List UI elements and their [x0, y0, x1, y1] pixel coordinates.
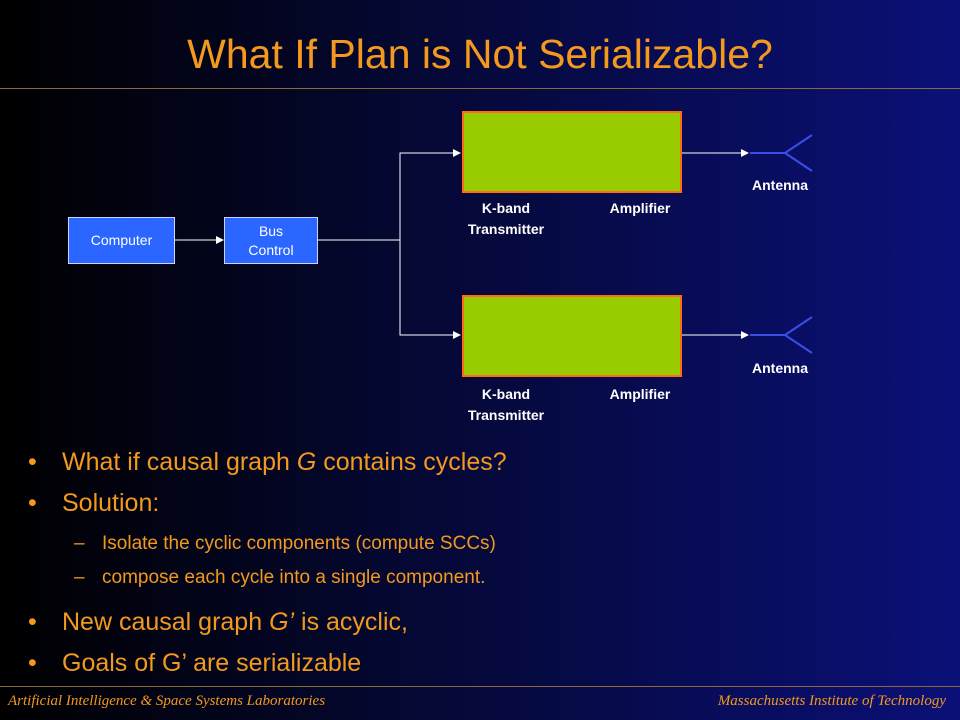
bullet-dot: • — [28, 448, 37, 476]
transmitter-amplifier-box-2 — [462, 295, 682, 377]
antenna-icon — [750, 134, 813, 172]
amplifier-label-2: Amplifier — [609, 386, 671, 402]
sub-bullet-dash: – — [74, 567, 85, 588]
bullet-item: •New causal graph G’ is acyclic, — [28, 608, 408, 636]
bullet-item: •Solution: — [28, 489, 160, 517]
antenna-label-2: Antenna — [752, 360, 808, 376]
computer-box: Computer — [68, 217, 175, 264]
bus-control-box: Bus Control — [224, 217, 318, 264]
computer-label: Computer — [90, 232, 153, 248]
sub-bullet-item: –Isolate the cyclic components (compute … — [74, 533, 496, 554]
footer-lab-name: Artificial Intelligence & Space Systems … — [8, 693, 326, 709]
transmitter-amplifier-box-1 — [462, 111, 682, 193]
title-divider — [0, 88, 960, 89]
antenna-label-1: Antenna — [752, 177, 808, 193]
transmitter-label-1: K-band Transmitter — [467, 200, 545, 237]
slide-title: What If Plan is Not Serializable? — [187, 31, 773, 77]
sub-bullet-dash: – — [74, 533, 85, 554]
bus-control-label: Bus Control — [248, 222, 294, 258]
sub-bullet-item: –compose each cycle into a single compon… — [74, 567, 486, 588]
bullet-item: •What if causal graph G contains cycles? — [28, 448, 507, 476]
bullet-dot: • — [28, 608, 37, 636]
bullet-item: •Goals of G’ are serializable — [28, 649, 362, 677]
bullet-dot: • — [28, 649, 37, 677]
transmitter-label-2: K-band Transmitter — [467, 386, 545, 423]
footer-divider — [0, 686, 960, 687]
amplifier-label-1: Amplifier — [609, 200, 671, 216]
bullet-dot: • — [28, 489, 37, 517]
footer-institution: Massachusetts Institute of Technology — [717, 693, 946, 709]
line-fork-upper — [399, 149, 461, 240]
line-fork-lower — [399, 240, 461, 339]
antenna-icon — [750, 316, 813, 354]
